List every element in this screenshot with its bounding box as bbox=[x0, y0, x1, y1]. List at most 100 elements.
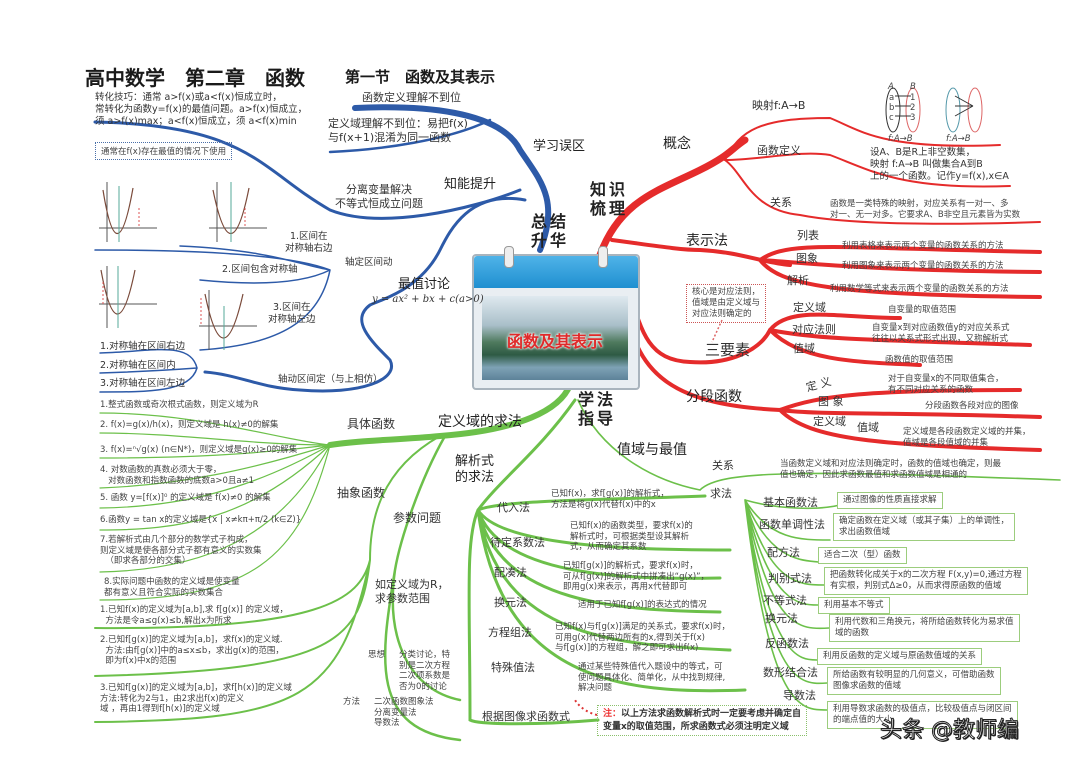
green-branch-expression bbox=[467, 398, 747, 726]
piecewise-range-label: 值域 bbox=[857, 421, 879, 434]
main-title: 高中数学 第二章 函数 bbox=[85, 66, 305, 90]
mistake-1: 函数定义理解不到位 bbox=[362, 91, 461, 104]
element-range-label: 值域 bbox=[793, 342, 815, 355]
range-method-label: 数形结合法 bbox=[763, 666, 818, 679]
center-title: 函数及其表示 bbox=[506, 332, 603, 351]
mapping-label: 映射f:A→B bbox=[752, 99, 806, 112]
piecewise-graph-text: 分段函数各段对应的图像 bbox=[925, 401, 1019, 411]
range-method-box: 所给函数有较明显的几何意义，可借助函数 图像求函数的值域 bbox=[827, 667, 1001, 696]
section-title: 第一节 函数及其表示 bbox=[345, 68, 496, 86]
red-branch-mapping bbox=[724, 116, 1001, 161]
label-range: 值域与最值 bbox=[617, 442, 687, 458]
range-method-box: 利用基本不等式 bbox=[818, 597, 890, 615]
piecewise-graph-label: 图 象 bbox=[818, 395, 844, 408]
relation-label: 关系 bbox=[770, 196, 792, 209]
concrete-item: 2. f(x)=g(x)/h(x)，则定义域是 h(x)≠0的解集 bbox=[100, 420, 279, 430]
element-domain-label: 定义域 bbox=[793, 301, 826, 314]
idea-label: 思想 bbox=[368, 650, 386, 660]
set-a-label: A bbox=[888, 82, 894, 92]
fixed-case-3: 3.区间在 对称轴左边 bbox=[268, 302, 316, 325]
range-method-label: 反函数法 bbox=[765, 637, 809, 650]
idea-text: 分类讨论，特 别是二次方程 二次项系数是 否为0的讨论 bbox=[399, 650, 451, 692]
expr-method-text: 已知f[g(x)]的解析式，要求f(x)时， 可从f[g(x)]的解析式中拼凑出… bbox=[563, 561, 710, 593]
element-rule-text: 自变量x到对应函数值y的对应关系式 往往以关系式形式出现，又称解析式 bbox=[872, 323, 1010, 344]
note-pointer bbox=[574, 699, 598, 716]
moving-axis-label: 轴动区间定（与上相仿） bbox=[278, 374, 383, 385]
calendar-ring bbox=[598, 246, 608, 268]
concrete-item: 4. 对数函数的真数必须大于零， 对数函数和指数函数的底数a>0且a≠1 bbox=[100, 465, 255, 486]
note-prefix: 注： bbox=[603, 709, 622, 719]
range-method-box: 把函数转化成关于x的二次方程 F(x,y)=0,通过方程 有实根，判别式Δ≥0，… bbox=[824, 567, 1028, 596]
blue-branch-separation bbox=[93, 120, 522, 220]
three-elements-note: 核心是对应法则， 值域是由定义域与 对应法则确定的 bbox=[686, 284, 767, 324]
red-branch-definition bbox=[724, 152, 1011, 188]
set-b-element: 2 bbox=[910, 103, 916, 113]
expr-method-text: 通过某些特殊值代入题设中的等式，可 使问题具体化、简单化，从中找到规律, 解决问… bbox=[578, 662, 726, 694]
repr-formula-label: 解析 bbox=[787, 274, 809, 287]
expr-method-text: 已知f(x)与f[g(x)]满足的关系式，要求f(x)时， 可用g(x)代替两边… bbox=[555, 622, 730, 654]
calendar-header bbox=[474, 256, 638, 288]
note-text: 以上方法求函数解析式时一定要考虑并确定自 变量x的取值范围，所求函数式必须注明定… bbox=[603, 709, 802, 732]
blue-trunk bbox=[352, 104, 552, 253]
concrete-item: 8.实际问题中函数的定义域是使变量 都有意义且符合实际的实数集合 bbox=[104, 577, 240, 598]
concrete-item: 5. 函数 y=[f(x)]⁰ 的定义域是 f(x)≠0 的解集 bbox=[100, 493, 271, 503]
parabola-graph-icon bbox=[99, 182, 157, 242]
concrete-item: 7.若解析式由几个部分的数学式子构成， 则定义域是使各部分式子都有意义的实数集 … bbox=[100, 535, 262, 567]
label-improve: 知能提升 bbox=[444, 177, 497, 192]
set-b-label: B bbox=[910, 82, 916, 92]
concrete-item: 6.函数y = tan x的定义域是{x | x≠kπ+π/2 (k∈Z)} bbox=[100, 515, 302, 525]
expr-method-label: 换元法 bbox=[494, 596, 527, 609]
methods-label: 方法 bbox=[343, 697, 361, 707]
quadratic-formula: y = ax² + bx + c(a>0) bbox=[372, 294, 484, 305]
expr-method-text: 已知f(x)，求f[g(x)]的解析式， 方法是将g(x)代替f(x)中的x bbox=[551, 489, 669, 510]
landscape-image: 函数及其表示 bbox=[482, 296, 628, 380]
hub-summary: 总结 升华 bbox=[531, 212, 570, 251]
mistake-2: 定义域理解不到位：易把f(x) 与f(x+1)混淆为同一函数 bbox=[328, 117, 468, 144]
expression-note: 注：以上方法求函数解析式时一定要考虑并确定自 变量x的取值范围，所求函数式必须注… bbox=[597, 705, 808, 737]
definition-label: 函数定义 bbox=[757, 144, 801, 157]
red-branch-piecewise bbox=[623, 288, 1042, 452]
expr-method-label: 配凑法 bbox=[494, 566, 527, 579]
label-three-elements: 三要素 bbox=[705, 341, 751, 359]
abstract-item: 2.已知f[g(x)]的定义域为[a,b]，求f(x)的定义域. 方法:由f[g… bbox=[100, 635, 284, 667]
range-method-label: 换元法 bbox=[765, 612, 798, 625]
separation-method: 分离变量解决 不等式恒成立问题 bbox=[335, 183, 423, 210]
label-domain-methods: 定义域的求法 bbox=[438, 414, 522, 430]
set-b-element: 3 bbox=[910, 113, 916, 123]
three-elements-pointer bbox=[711, 319, 723, 343]
expr-method-label: 代入法 bbox=[497, 501, 530, 514]
blue-branch-mistake bbox=[328, 118, 492, 154]
parabola-graph-icon bbox=[99, 266, 157, 328]
blue-branch-fixed-axis bbox=[94, 245, 331, 351]
abstract-item: 3.已知f[g(x)]的定义域为[a,b]，求f[h(x)]的定义域 方法:转化… bbox=[100, 683, 292, 715]
set-a-element: c bbox=[889, 113, 894, 123]
range-relation-text: 当函数定义域和对应法则确定时，函数的值域也确定，则最 值也确定，因此求函数最值和… bbox=[780, 459, 1002, 480]
label-concrete: 具体函数 bbox=[347, 417, 396, 431]
repr-graph-label: 图象 bbox=[796, 252, 818, 265]
parabola-graph-icon bbox=[199, 290, 257, 350]
repr-formula-text: 利用数学等式来表示两个变量的函数关系的方法 bbox=[830, 284, 1009, 294]
expr-method-label: 待定系数法 bbox=[490, 536, 545, 549]
concrete-item: 1.整式函数或奇次根式函数，则定义域为R bbox=[100, 400, 259, 410]
red-branch-representation bbox=[610, 238, 1042, 299]
mapping-caption: f:A→B bbox=[888, 134, 913, 144]
element-range-text: 函数值的取值范围 bbox=[885, 355, 954, 365]
fixed-axis-label: 轴定区间动 bbox=[345, 257, 393, 268]
set-a-element: b bbox=[889, 103, 895, 113]
range-method-box: 利用导数求函数的极值点，比较极值点与闭区间 的端点值的大小 bbox=[827, 701, 1018, 730]
extremum-label: 最值讨论 bbox=[398, 277, 451, 292]
green-branch-abstract bbox=[94, 435, 441, 723]
label-representation: 表示法 bbox=[686, 233, 728, 249]
label-parameter: 参数问题 bbox=[393, 511, 442, 525]
transform-tip: 转化技巧：通常 a>f(x)或a<f(x)恒成立时， 常转化为函数y=f(x)的… bbox=[95, 92, 308, 127]
range-method-label: 不等式法 bbox=[763, 594, 807, 607]
repr-table-label: 列表 bbox=[797, 229, 819, 242]
range-method-label: 判别式法 bbox=[768, 572, 812, 585]
moving-case-3: 3.对称轴在区间左边 bbox=[100, 378, 186, 389]
repr-table-text: 利用表格来表示两个变量的函数关系的方法 bbox=[842, 241, 1004, 251]
range-method-box: 适合二次（型）函数 bbox=[818, 547, 907, 565]
mapping-diagram-icon bbox=[885, 87, 983, 133]
moving-case-1: 1.对称轴在区间右边 bbox=[100, 341, 186, 352]
